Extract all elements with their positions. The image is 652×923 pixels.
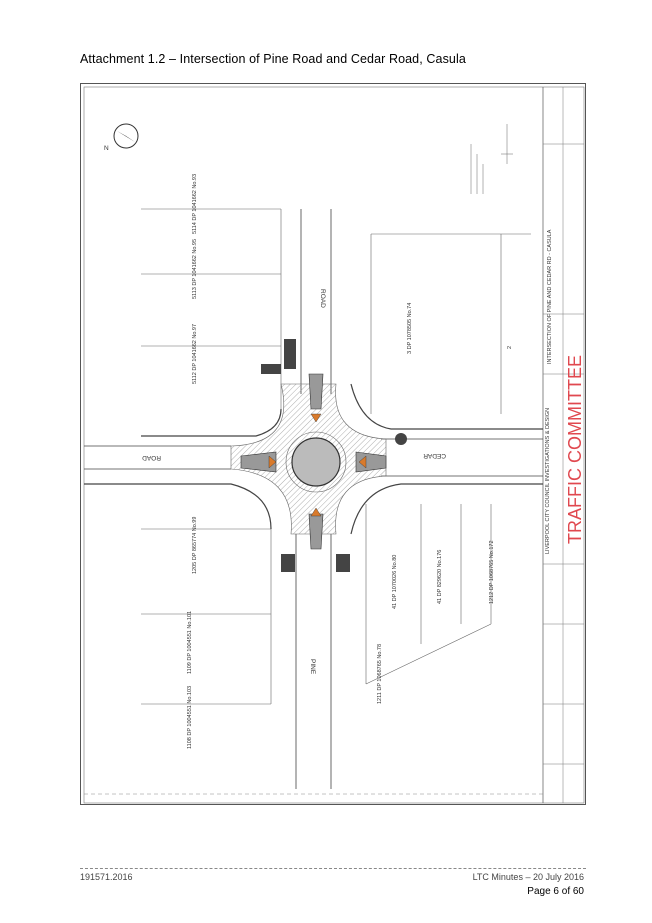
lot-41-b: 41 DP 829620 No.176	[437, 550, 443, 604]
north-arrow: N	[104, 123, 139, 152]
lot-3: 3 DP 1078505 No.74	[407, 303, 413, 354]
page-number: Page 6 of 60	[527, 886, 584, 897]
lot-41-a: 41 DP 1070026 No.80	[392, 555, 398, 609]
roundabout-island	[291, 437, 341, 487]
lot-1109: 1109 DP 1004551 No.101	[187, 611, 193, 674]
plan-notes	[470, 124, 513, 194]
property-boundaries	[141, 208, 531, 705]
kerb-returns	[84, 383, 543, 535]
lot-5114: 5114 DP 1041662 No.93	[192, 174, 198, 234]
road-pine	[295, 209, 332, 789]
title-block: TRAFFIC COMMITTEE INTERSECTION OF PINE A…	[542, 87, 585, 803]
lot-1108: 1108 DP 1004551 No.103	[187, 686, 193, 749]
road-cedar	[84, 438, 543, 477]
lot-2: 2	[507, 346, 513, 349]
lot-5113: 5113 DP 1041662 No.95	[192, 239, 198, 299]
lot-1212: 1212 DP 1068765 No.172	[489, 540, 495, 604]
page-title: Attachment 1.2 – Intersection of Pine Ro…	[80, 52, 466, 66]
footer-minutes: LTC Minutes – 20 July 2016	[472, 872, 584, 882]
traffic-committee-stamp: TRAFFIC COMMITTEE	[565, 355, 585, 544]
footer-rule	[80, 868, 586, 869]
lot-1205: 1205 DP 865774 No.99	[192, 517, 198, 574]
lot-1211: 1211 DP 1068765 No.78	[377, 644, 383, 704]
pine-road-label: ROAD	[319, 289, 326, 308]
footer-reference: 191571.2016	[80, 872, 133, 882]
splitter-islands	[240, 373, 387, 550]
intersection-plan-drawing: TRAFFIC COMMITTEE INTERSECTION OF PINE A…	[80, 83, 586, 805]
lot-labels: 5114 DP 1041662 No.93 5113 DP 1041662 No…	[187, 174, 513, 749]
plan-inner-border	[83, 86, 585, 804]
lot-5112: 5112 DP 1041662 No.97	[192, 324, 198, 384]
cedar-road-label: ROAD	[142, 454, 161, 461]
dark-blocks	[261, 339, 407, 572]
plan-svg: TRAFFIC COMMITTEE INTERSECTION OF PINE A…	[83, 86, 585, 804]
council-name: LIVERPOOL CITY COUNCIL INVESTIGATIONS & …	[545, 408, 551, 554]
orange-markers	[268, 413, 367, 517]
cedar-label: CEDAR	[423, 452, 446, 459]
north-label: N	[104, 145, 109, 152]
pine-label: PINE	[309, 659, 316, 675]
title-block-heading: INTERSECTION OF PINE AND CEDAR RD - CASU…	[547, 229, 553, 364]
